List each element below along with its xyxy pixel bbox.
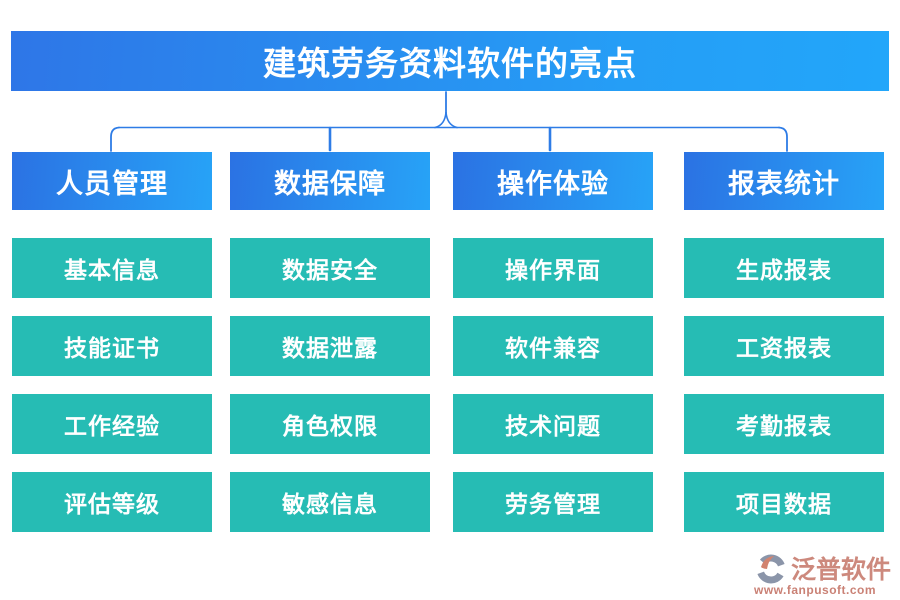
diagram-title: 建筑劳务资料软件的亮点 [263, 47, 637, 83]
item-box: 生成报表 [684, 238, 884, 298]
column-data-security: 数据保障 数据安全 数据泄露 角色权限 敏感信息 [230, 152, 430, 550]
item-box: 角色权限 [230, 394, 430, 454]
item-box: 技能证书 [12, 316, 212, 376]
item-box: 评估等级 [12, 472, 212, 532]
category-header-experience: 操作体验 [453, 152, 653, 210]
item-box: 劳务管理 [453, 472, 653, 532]
item-box: 数据安全 [230, 238, 430, 298]
category-header-personnel: 人员管理 [12, 152, 212, 210]
connector-flare [434, 111, 458, 129]
brand-name: 泛普软件 [791, 557, 892, 584]
item-box: 操作界面 [453, 238, 653, 298]
category-header-data-security: 数据保障 [230, 152, 430, 210]
brand-footer: 泛普软件 www.fanpusoft.com [754, 550, 892, 597]
item-box: 数据泄露 [230, 316, 430, 376]
diagram-title-bar: 建筑劳务资料软件的亮点 [11, 31, 889, 91]
brand-url: www.fanpusoft.com [754, 583, 877, 597]
connector-elbow-left [110, 126, 120, 152]
item-box: 基本信息 [12, 238, 212, 298]
connector-elbow-right [778, 126, 788, 152]
brand-row: 泛普软件 [754, 550, 892, 586]
category-header-reports: 报表统计 [684, 152, 884, 210]
fanpu-logo-icon [757, 554, 785, 584]
item-box: 技术问题 [453, 394, 653, 454]
column-experience: 操作体验 操作界面 软件兼容 技术问题 劳务管理 [453, 152, 653, 550]
connector-lines [110, 91, 788, 152]
item-box: 考勤报表 [684, 394, 884, 454]
item-box: 工作经验 [12, 394, 212, 454]
column-personnel: 人员管理 基本信息 技能证书 工作经验 评估等级 [12, 152, 212, 550]
item-box: 软件兼容 [453, 316, 653, 376]
column-reports: 报表统计 生成报表 工资报表 考勤报表 项目数据 [684, 152, 884, 550]
item-box: 工资报表 [684, 316, 884, 376]
item-box: 敏感信息 [230, 472, 430, 532]
item-box: 项目数据 [684, 472, 884, 532]
